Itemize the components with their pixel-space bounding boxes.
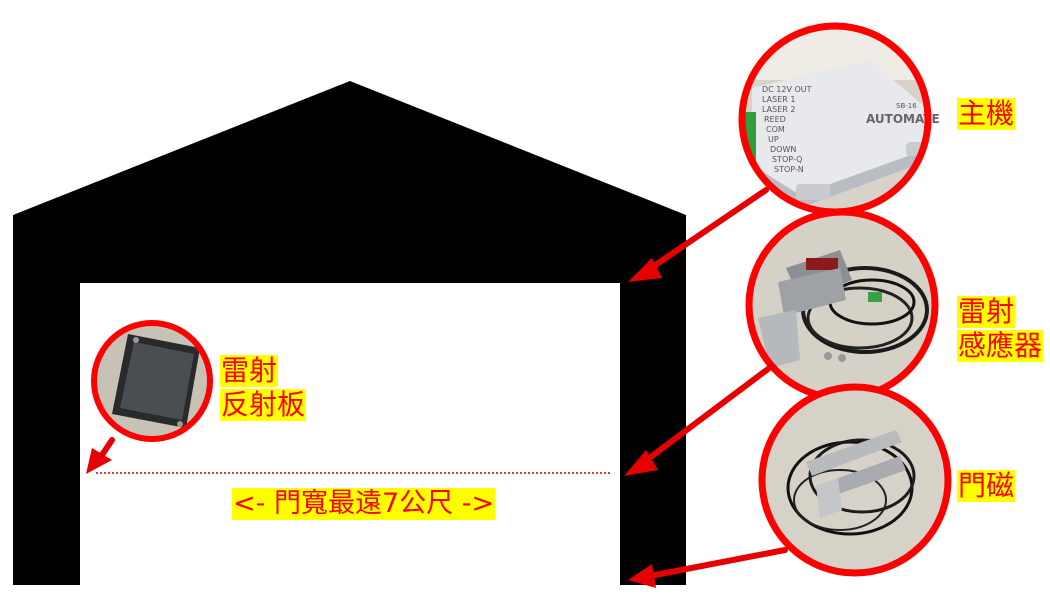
door-magnet-label: 門磁 xyxy=(957,469,1016,502)
arrowhead-laser-sensor xyxy=(624,450,658,476)
arrow-controller xyxy=(645,187,769,273)
laser-sensor-label: 雷射 感應器 xyxy=(957,295,1044,364)
reflector-circle-border xyxy=(91,320,213,442)
terminal-line: STOP-N xyxy=(774,165,804,174)
arrows xyxy=(86,187,788,588)
terminal-line: DC 12V OUT xyxy=(762,85,812,94)
arrowhead-door-magnet xyxy=(628,564,656,588)
arrowhead-controller xyxy=(628,258,662,282)
controller-device-text: DC 12V OUT LASER 1 LASER 2 REED COM UP D… xyxy=(762,85,940,174)
terminal-line: UP xyxy=(768,135,779,144)
arrow-laser-sensor xyxy=(641,363,775,465)
laser-sensor-label-line: 感應器 xyxy=(957,329,1044,362)
reflector-label-line: 雷射 xyxy=(220,354,279,387)
terminal-line: COM xyxy=(766,125,785,134)
controller-label: 主機 xyxy=(957,97,1016,130)
arrowhead-reflector xyxy=(86,448,112,474)
door-width-note: <- 門寬最遠7公尺 -> xyxy=(232,488,496,520)
reflector-label-line: 反射板 xyxy=(220,388,307,421)
reflector-photo xyxy=(94,323,210,439)
garage-wall xyxy=(13,81,686,585)
door-magnet-photo xyxy=(762,387,948,573)
model-text: SB-16 xyxy=(896,102,917,110)
laser-sensor-photo xyxy=(749,212,935,398)
reflector-label: 雷射 反射板 xyxy=(220,354,307,423)
laser-sensor-label-line: 雷射 xyxy=(957,295,1016,328)
terminal-line: LASER 2 xyxy=(762,105,795,114)
terminal-line: LASER 1 xyxy=(762,95,795,104)
terminal-line: STOP-Q xyxy=(772,155,802,164)
terminal-line: REED xyxy=(764,115,786,124)
door-magnet-circle-border xyxy=(758,383,952,577)
arrow-door-magnet xyxy=(647,547,788,579)
brand-logo: AUTOMATE xyxy=(866,112,940,126)
terminal-line: DOWN xyxy=(770,145,796,154)
